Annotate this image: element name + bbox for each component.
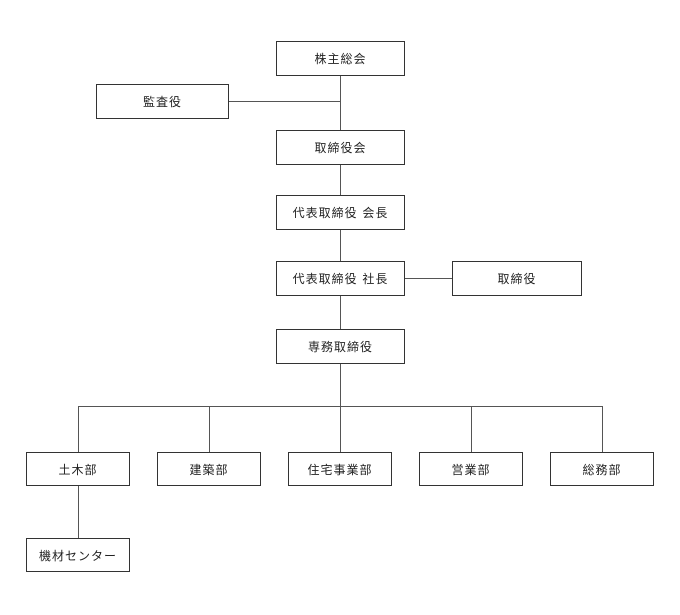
senior-managing-director-box: 専務取締役 bbox=[276, 329, 405, 364]
dept-sales-box: 営業部 bbox=[419, 452, 523, 486]
connector-director bbox=[404, 278, 453, 279]
dept-civil-engineering-box: 土木部 bbox=[26, 452, 130, 486]
dept-architecture-box: 建築部 bbox=[157, 452, 261, 486]
connector-dept-general bbox=[602, 406, 603, 452]
connector-senior-departments bbox=[340, 363, 341, 407]
connector-dept-civil bbox=[78, 406, 79, 452]
chairman-box: 代表取締役 会長 bbox=[276, 195, 405, 230]
connector-chairman-president bbox=[340, 229, 341, 261]
connector-dept-housing bbox=[340, 406, 341, 452]
shareholders-meeting-box: 株主総会 bbox=[276, 41, 405, 76]
connector-civil-equipment bbox=[78, 485, 79, 540]
connector-board-chairman bbox=[340, 164, 341, 195]
connector-dept-architecture bbox=[209, 406, 210, 452]
auditor-box: 監査役 bbox=[96, 84, 229, 119]
connector-dept-sales bbox=[471, 406, 472, 452]
connector-main-spine-top bbox=[340, 75, 341, 135]
dept-housing-business-box: 住宅事業部 bbox=[288, 452, 392, 486]
connector-auditor bbox=[228, 101, 341, 102]
president-box: 代表取締役 社長 bbox=[276, 261, 405, 296]
connector-president-senior bbox=[340, 296, 341, 329]
dept-general-affairs-box: 総務部 bbox=[550, 452, 654, 486]
board-of-directors-box: 取締役会 bbox=[276, 130, 405, 165]
director-box: 取締役 bbox=[452, 261, 582, 296]
equipment-center-box: 機材センター bbox=[26, 538, 130, 572]
